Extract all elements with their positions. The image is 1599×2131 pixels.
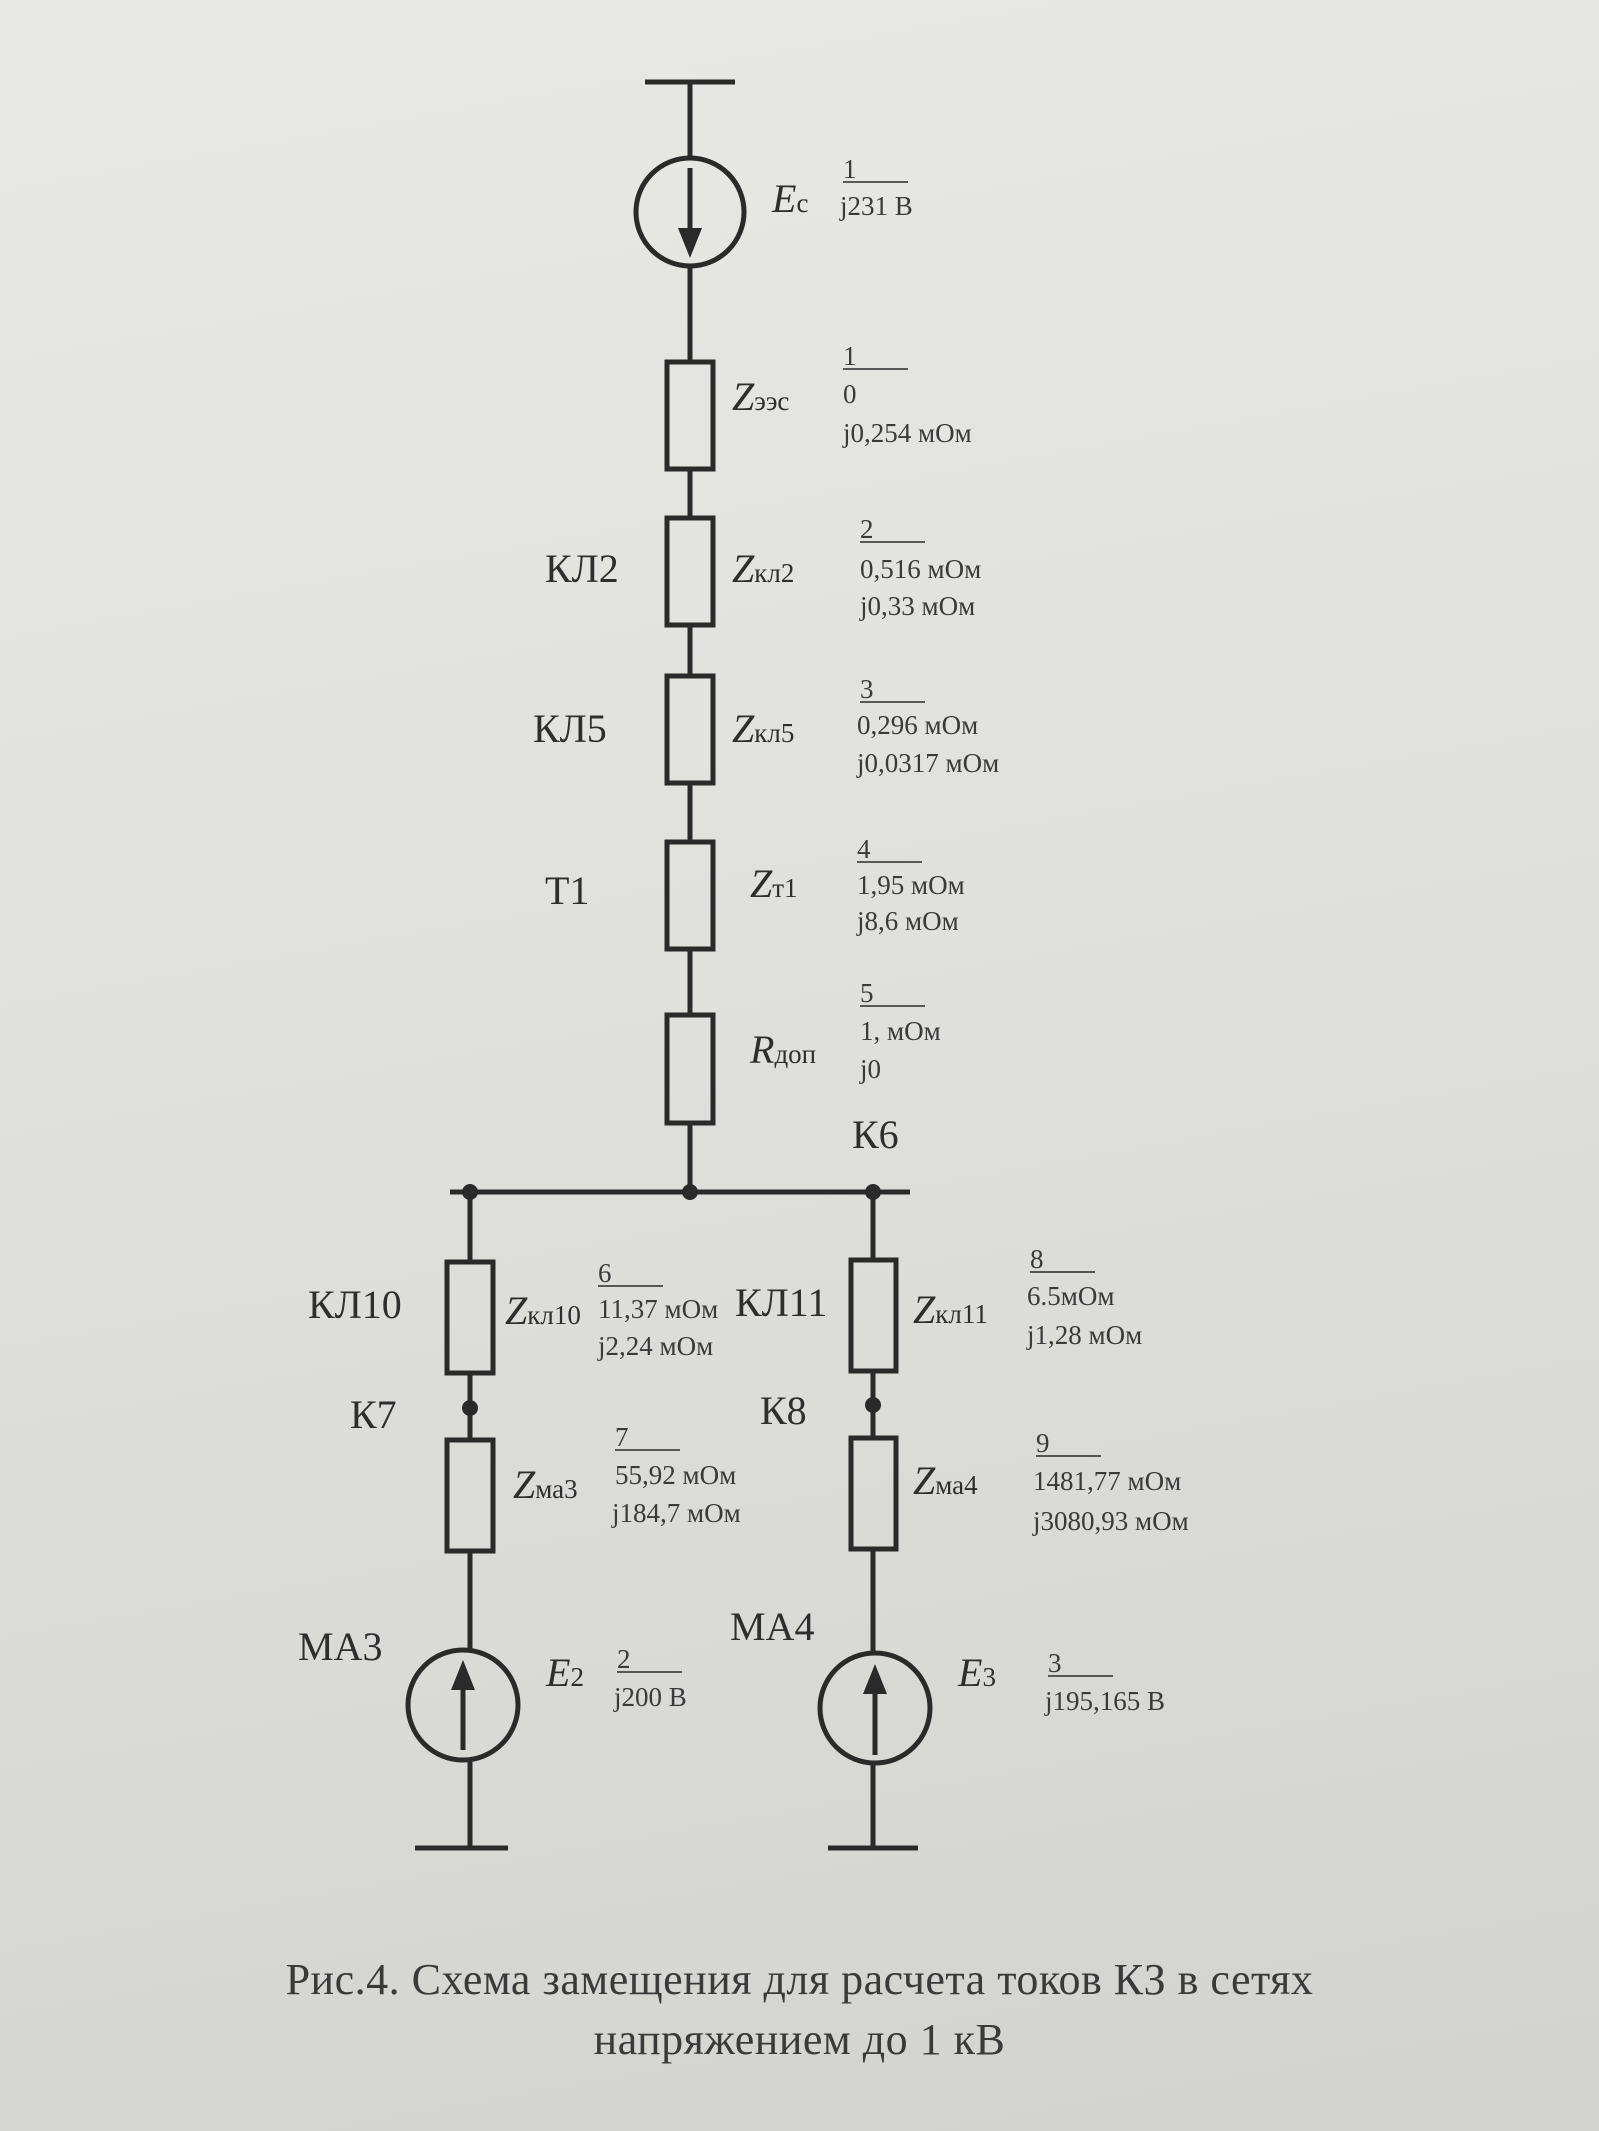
kl10-impedance — [444, 1259, 496, 1376]
t1-name: Т1 — [545, 868, 589, 913]
kl2-number: 2 — [860, 514, 874, 544]
r-dop-resistor — [664, 1012, 716, 1126]
ma4-src-value: j195,165 В — [1044, 1686, 1165, 1716]
kl5-label: Zкл5 — [732, 706, 794, 751]
ma3-z-label: Zма3 — [513, 1462, 578, 1507]
source-ec-number: 1 — [843, 154, 857, 184]
t1-number: 4 — [857, 834, 871, 864]
ma4-z-label: Zма4 — [913, 1458, 978, 1503]
ma4-z-number: 9 — [1036, 1428, 1050, 1458]
left-branch-wires — [415, 1192, 508, 1851]
source-ec-label: Ec — [771, 176, 808, 221]
kl5-r: 0,296 мОм — [857, 710, 978, 740]
t1-x: j8,6 мОм — [856, 906, 959, 936]
kl2-r: 0,516 мОм — [860, 554, 981, 584]
r-dop-r: 1, мОм — [860, 1016, 941, 1046]
t1-impedance — [664, 839, 716, 952]
ma4-src-number: 3 — [1048, 1648, 1062, 1678]
kl11-r: 6.5мОм — [1027, 1281, 1114, 1311]
kl11-name: КЛ11 — [735, 1280, 827, 1325]
node-k7-dot — [462, 1400, 478, 1416]
node-k8-label: К8 — [760, 1388, 807, 1433]
ma4-src-label: E3 — [957, 1650, 996, 1695]
kl5-impedance — [664, 673, 716, 786]
kl2-impedance — [664, 515, 716, 628]
ma3-z-x: j184,7 мОм — [611, 1498, 741, 1528]
t1-label: Zт1 — [750, 861, 798, 906]
z-ees-label: Zээс — [732, 374, 789, 419]
ma4-z-x: j3080,93 мОм — [1032, 1506, 1189, 1536]
kl5-x: j0,0317 мОм — [856, 748, 999, 778]
z-ees-r: 0 — [843, 379, 857, 409]
caption-line-2: напряжением до 1 кВ — [593, 2015, 1006, 2064]
node-k8-dot — [865, 1397, 881, 1413]
kl10-label: Zкл10 — [505, 1288, 581, 1333]
ma3-src-number: 2 — [617, 1644, 631, 1674]
source-ma3 — [405, 1647, 521, 1763]
z-ees-x: j0,254 мОм — [842, 418, 972, 448]
ma3-z-r: 55,92 мОм — [615, 1460, 736, 1490]
z-ees-impedance — [664, 359, 716, 472]
source-ma4 — [817, 1650, 933, 1766]
ma3-src-value: j200 В — [613, 1682, 687, 1712]
kl10-x: j2,24 мОм — [597, 1331, 713, 1361]
kl5-name: КЛ5 — [533, 706, 607, 751]
kl2-name: КЛ2 — [545, 546, 619, 591]
ma3-src-label: E2 — [545, 1650, 584, 1695]
ma3-z-impedance — [444, 1437, 496, 1554]
kl11-impedance — [848, 1257, 899, 1374]
kl11-x: j1,28 мОм — [1026, 1320, 1142, 1350]
kl10-r: 11,37 мОм — [598, 1294, 718, 1324]
node-k7-label: К7 — [350, 1392, 397, 1437]
kl11-number: 8 — [1030, 1244, 1044, 1274]
ma4-z-r: 1481,77 мОм — [1033, 1466, 1181, 1496]
node-k6-label: К6 — [852, 1112, 899, 1157]
z-ees-number: 1 — [843, 341, 857, 371]
node-k6-dot — [682, 1184, 698, 1200]
ma4-name: МА4 — [730, 1604, 814, 1649]
figure-caption: Рис.4. Схема замещения для расчета токов… — [0, 1950, 1599, 2070]
r-dop-label: Rдоп — [749, 1027, 816, 1072]
t1-r: 1,95 мОм — [857, 870, 965, 900]
caption-line-1: Рис.4. Схема замещения для расчета токов… — [285, 1955, 1314, 2004]
source-ec-value: j231 В — [839, 191, 913, 221]
kl5-number: 3 — [860, 674, 874, 704]
kl2-x: j0,33 мОм — [859, 591, 975, 621]
ma4-z-impedance — [848, 1435, 899, 1552]
kl10-name: КЛ10 — [308, 1282, 402, 1327]
r-dop-x: j0 — [859, 1054, 881, 1084]
ma3-z-number: 7 — [615, 1422, 629, 1452]
kl2-label: Zкл2 — [732, 546, 794, 591]
main-trunk-wires — [450, 79, 910, 1195]
source-ec — [633, 155, 747, 269]
kl10-number: 6 — [598, 1258, 612, 1288]
r-dop-number: 5 — [860, 978, 874, 1008]
kl11-label: Zкл11 — [913, 1287, 988, 1332]
ma3-name: МА3 — [298, 1624, 382, 1669]
